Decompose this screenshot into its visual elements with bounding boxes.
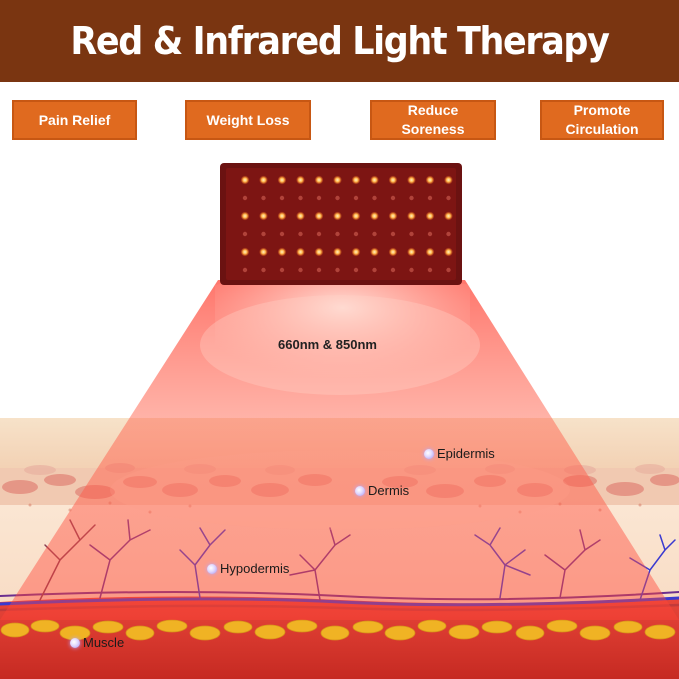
led-bulb — [388, 247, 398, 257]
led-bulb — [298, 267, 303, 273]
led-bulb — [425, 211, 435, 221]
led-bulb — [279, 231, 285, 237]
led-bulb — [409, 267, 414, 273]
led-bulb — [333, 247, 342, 257]
benefit-pain-relief: Pain Relief — [12, 100, 137, 140]
led-bulb — [296, 247, 305, 257]
led-bulb — [279, 195, 285, 201]
led-bulb — [353, 267, 359, 273]
led-bulb — [370, 211, 379, 221]
led-bulb — [259, 175, 268, 185]
benefit-weight-loss: Weight Loss — [185, 100, 311, 140]
led-bulb — [240, 211, 250, 221]
led-bulb — [390, 267, 396, 273]
led-bulb — [351, 211, 361, 221]
led-bulb — [372, 231, 377, 237]
led-bulb — [407, 247, 416, 257]
marker-dot-icon — [70, 637, 80, 648]
led-bulb — [372, 267, 377, 273]
led-bulb — [351, 175, 361, 185]
led-bulb — [444, 175, 453, 185]
led-bulb — [240, 175, 250, 185]
led-bulb — [277, 247, 287, 257]
led-bulb — [425, 175, 435, 185]
led-bulb — [296, 175, 305, 185]
led-bulb — [314, 247, 324, 257]
marker-dot-icon — [355, 485, 365, 496]
led-bulb — [353, 195, 359, 201]
hypodermis-label: Hypodermis — [207, 561, 289, 576]
led-bulb — [240, 247, 250, 257]
led-bulb — [390, 195, 396, 201]
led-bulb — [259, 211, 268, 221]
muscle-text: Muscle — [83, 635, 125, 650]
led-bulb — [296, 211, 305, 221]
wavelength-label: 660nm & 850nm — [278, 337, 377, 352]
led-device — [220, 163, 462, 285]
led-bulb — [314, 175, 324, 185]
led-bulb — [333, 175, 342, 185]
led-bulb — [333, 211, 342, 221]
led-bulb — [370, 247, 379, 257]
title-banner: Red & Infrared Light Therapy — [0, 0, 679, 82]
led-bulb — [298, 195, 303, 201]
led-bulb — [277, 175, 287, 185]
led-bulb — [370, 175, 379, 185]
led-bulb — [316, 231, 322, 237]
epidermis-label: Epidermis — [424, 446, 495, 461]
page-title: Red & Infrared Light Therapy — [70, 19, 609, 63]
benefit-promote-circulation: Promote Circulation — [540, 100, 664, 140]
led-bulb — [335, 231, 340, 237]
led-bulb — [261, 267, 266, 273]
led-bulb — [444, 211, 453, 221]
led-bulb — [425, 247, 435, 257]
led-bulb — [407, 211, 416, 221]
led-bulb — [407, 175, 416, 185]
led-bulb — [316, 267, 322, 273]
led-bulb — [298, 231, 303, 237]
led-bulb — [427, 195, 433, 201]
marker-dot-icon — [424, 448, 434, 459]
led-bulb — [390, 231, 396, 237]
led-bulb — [372, 195, 377, 201]
led-bulb — [259, 247, 268, 257]
marker-dot-icon — [207, 563, 217, 574]
led-bulb — [261, 231, 266, 237]
led-bulb — [409, 231, 414, 237]
led-bulb — [446, 231, 451, 237]
led-bulb — [279, 267, 285, 273]
muscle-label: Muscle — [70, 635, 124, 650]
led-bulb — [427, 231, 433, 237]
led-bulb — [316, 195, 322, 201]
led-bulb — [353, 231, 359, 237]
led-bulb — [335, 195, 340, 201]
led-bulb — [446, 267, 451, 273]
led-bulb — [446, 195, 451, 201]
led-bulb — [242, 195, 248, 201]
led-bulb — [427, 267, 433, 273]
led-bulb — [277, 211, 287, 221]
dermis-text: Dermis — [368, 483, 410, 498]
led-bulb — [314, 211, 324, 221]
led-bulb — [242, 267, 248, 273]
dermis-label: Dermis — [355, 483, 409, 498]
led-bulb — [388, 175, 398, 185]
led-bulb — [444, 247, 453, 257]
hypodermis-text: Hypodermis — [220, 561, 290, 576]
benefit-reduce-soreness: Reduce Soreness — [370, 100, 496, 140]
led-bulb — [409, 195, 414, 201]
led-bulb — [261, 195, 266, 201]
led-bulb — [388, 211, 398, 221]
epidermis-text: Epidermis — [437, 446, 495, 461]
led-bulb — [335, 267, 340, 273]
led-bulb — [351, 247, 361, 257]
led-bulb — [242, 231, 248, 237]
